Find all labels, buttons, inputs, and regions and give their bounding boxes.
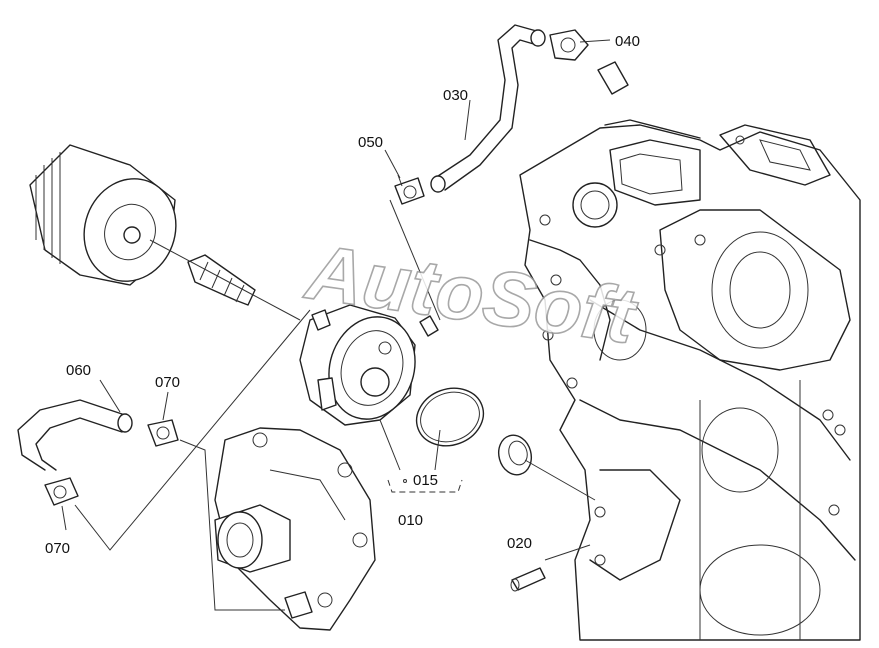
banjo-fitting (549, 29, 629, 95)
callout-015: 015 (413, 472, 438, 489)
o-ring (415, 387, 485, 447)
callout-030: 030 (443, 87, 468, 104)
callout-040: 040 (615, 33, 640, 50)
oil-filter-cartridge (29, 144, 177, 286)
callout-050: 050 (358, 134, 383, 151)
threaded-connector (149, 239, 301, 321)
oil-pipe-hose (430, 24, 546, 193)
engine-block-casting (519, 119, 861, 641)
callout-060: 060 (66, 362, 91, 379)
callout-070-top: 070 (155, 374, 180, 391)
hose-clamp-upper (394, 174, 425, 205)
callout-020: 020 (507, 535, 532, 552)
hose-clamp-right (147, 419, 179, 447)
oil-cooler-assembly (299, 304, 439, 426)
callout-070-bottom: 070 (45, 540, 70, 557)
seal-ring (498, 434, 532, 476)
callout-010: 010 (398, 512, 423, 529)
dowel-pin (510, 567, 546, 592)
water-pump-housing (214, 427, 376, 631)
hose-clamp-left (44, 477, 79, 506)
leader-lines (61, 39, 611, 611)
water-hose (17, 399, 133, 471)
